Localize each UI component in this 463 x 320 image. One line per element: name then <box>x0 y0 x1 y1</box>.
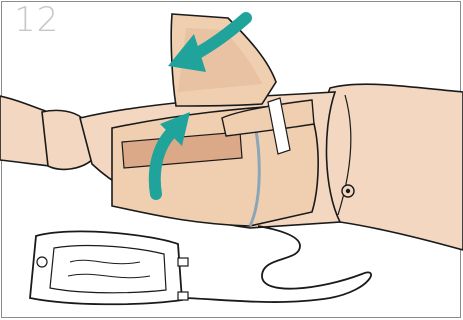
blood-tube <box>186 226 371 302</box>
bag-hang-hole <box>37 257 47 267</box>
bag-port-bottom <box>178 292 188 300</box>
bag-port-top <box>178 258 188 266</box>
step-number: 12 <box>14 0 59 40</box>
upper-arm <box>323 84 463 250</box>
